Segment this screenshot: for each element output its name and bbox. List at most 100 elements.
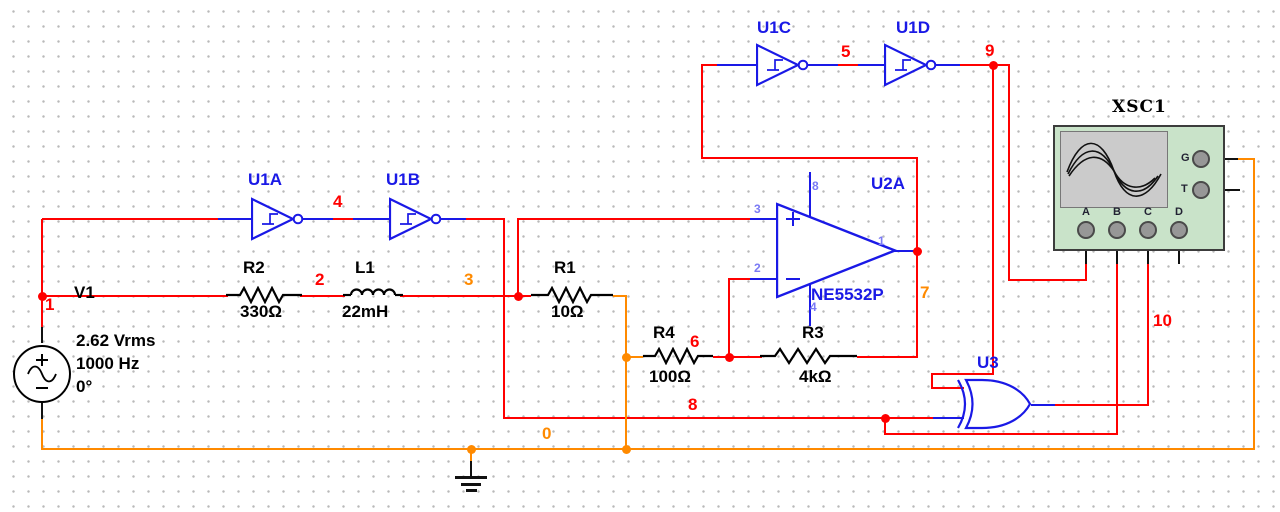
wire-net9-to-scope-a[interactable] [1008,279,1087,281]
wire-net9-right-v[interactable] [1008,64,1010,281]
net-label-2[interactable]: 2 [315,270,325,289]
wire-net8-branch-v[interactable] [884,417,886,435]
net-label-1[interactable]: 1 [45,295,55,314]
r2-value-label[interactable]: 330Ω [240,302,282,321]
wire-net10-h[interactable] [1055,404,1149,406]
wire-net1-u1a-feed[interactable] [42,218,218,220]
wire-net4-mid[interactable] [332,218,353,220]
scope-terminal-d[interactable] [1170,221,1188,239]
wire-net8-to-xor[interactable] [886,417,933,419]
wire-opamp-pin2-stub[interactable] [750,278,777,280]
wire-net1-h[interactable] [42,295,228,297]
v1-value-line2[interactable]: 1000 Hz [76,354,140,373]
wire-net8-to-scope-b[interactable] [1116,263,1118,435]
r4-ref-label[interactable]: R4 [653,323,675,342]
wire-u1d-out[interactable] [935,64,960,66]
wire-net2[interactable] [300,295,345,297]
wire-net3-pin3-feed[interactable] [519,218,750,220]
wire-xor-out-stub[interactable] [1031,404,1055,406]
wire-opamp-pin4-stub[interactable] [809,283,811,326]
wire-net8-h[interactable] [504,417,886,419]
scope-terminal-a[interactable] [1077,221,1095,239]
scope-terminal-b[interactable] [1108,221,1126,239]
wire-net0-v1-stub[interactable] [41,419,43,450]
wire-net6-pin2-feed[interactable] [729,278,750,280]
wire-net3-up[interactable] [517,218,519,297]
wire-net7-up[interactable] [916,158,918,252]
l1-inductor-symbol[interactable] [343,286,403,304]
wire-net7-u1c-v[interactable] [701,64,703,159]
u3-ref-label[interactable]: U3 [977,353,999,372]
wire-u1a-out[interactable] [303,218,333,220]
net-label-6[interactable]: 6 [690,332,700,351]
wire-net8-down[interactable] [503,218,505,419]
wire-scope-a-stub[interactable] [1085,263,1087,280]
wire-u1b-out[interactable] [440,218,466,220]
wire-u1c-out[interactable] [807,64,838,66]
wire-net7-r3[interactable] [857,356,917,358]
wire-net0-ground-rail[interactable] [41,448,1255,450]
wire-net10-to-scope-c[interactable] [1147,263,1149,406]
u1b-schmitt-inverter-symbol[interactable] [389,197,443,241]
wire-net6-r4-r3[interactable] [713,356,762,358]
wire-net9-xor-in[interactable] [931,387,964,389]
u1b-ref-label[interactable]: U1B [386,170,421,189]
scope-terminal-g[interactable] [1192,150,1210,168]
u1a-ref-label[interactable]: U1A [248,170,283,189]
u3-xor-gate-symbol[interactable] [955,378,1035,430]
r4-value-label[interactable]: 100Ω [649,367,691,386]
u1c-schmitt-inverter-symbol[interactable] [756,43,810,87]
wire-net7-down[interactable] [916,251,918,358]
u1d-schmitt-inverter-symbol[interactable] [884,43,938,87]
wire-net8-u1b-out[interactable] [466,218,504,220]
net-label-10[interactable]: 10 [1153,311,1172,330]
wire-u1c-in[interactable] [717,64,756,66]
wire-u1d-in[interactable] [858,64,884,66]
r2-resistor-symbol[interactable] [226,286,302,304]
u2a-ref-label[interactable]: U2A [871,174,906,193]
net-label-9[interactable]: 9 [985,41,995,60]
scope-terminal-t[interactable] [1192,181,1210,199]
u1a-schmitt-inverter-symbol[interactable] [251,197,305,241]
wire-xor-in-lower[interactable] [933,417,964,419]
net-label-8[interactable]: 8 [688,395,698,414]
net-label-5[interactable]: 5 [841,42,851,61]
u2a-part-label[interactable]: NE5532P [811,285,884,304]
wire-u1a-in[interactable] [218,218,252,220]
wire-net7-top-h[interactable] [702,157,918,159]
wire-net9-xor-h[interactable] [931,373,994,375]
wire-opamp-out-stub[interactable] [893,250,917,252]
wire-net9-xor-v[interactable] [931,373,933,389]
net-label-3[interactable]: 3 [464,270,474,289]
r1-value-label[interactable]: 10Ω [551,302,584,321]
l1-ref-label[interactable]: L1 [355,258,375,277]
wire-net9-h[interactable] [960,64,1009,66]
wire-net7-u1c-in[interactable] [703,64,717,66]
u1d-ref-label[interactable]: U1D [896,18,931,37]
wire-opamp-pin3-stub[interactable] [750,218,777,220]
r3-resistor-symbol[interactable] [760,347,857,365]
net-label-7[interactable]: 7 [920,283,930,302]
wire-net0-v[interactable] [625,295,627,450]
wire-u1b-in[interactable] [353,218,390,220]
scope-terminal-c[interactable] [1139,221,1157,239]
v1-value-line1[interactable]: 2.62 Vrms [76,331,156,350]
v1-ac-source-symbol[interactable] [12,343,72,405]
wire-net3-h[interactable] [400,295,519,297]
r3-value-label[interactable]: 4kΩ [799,367,832,386]
wire-net0-scope-g[interactable] [1238,158,1255,160]
wire-net0-right-v[interactable] [1253,158,1255,450]
wire-net5-mid[interactable] [838,64,858,66]
wire-net1-v[interactable] [41,219,43,328]
r1-resistor-symbol[interactable] [531,286,613,304]
wire-net8-branch-h[interactable] [884,433,1118,435]
r4-resistor-symbol[interactable] [643,347,713,365]
v1-value-line3[interactable]: 0° [76,377,93,396]
r3-ref-label[interactable]: R3 [802,323,824,342]
xsc1-label[interactable]: XSC1 [1112,97,1167,117]
wire-net3-to-r1[interactable] [519,295,531,297]
wire-net0-gnd-stub[interactable] [470,449,472,462]
wire-net0-r1-lead[interactable] [613,295,627,297]
u1c-ref-label[interactable]: U1C [757,18,792,37]
v1-ref-label[interactable]: V1 [74,283,95,302]
